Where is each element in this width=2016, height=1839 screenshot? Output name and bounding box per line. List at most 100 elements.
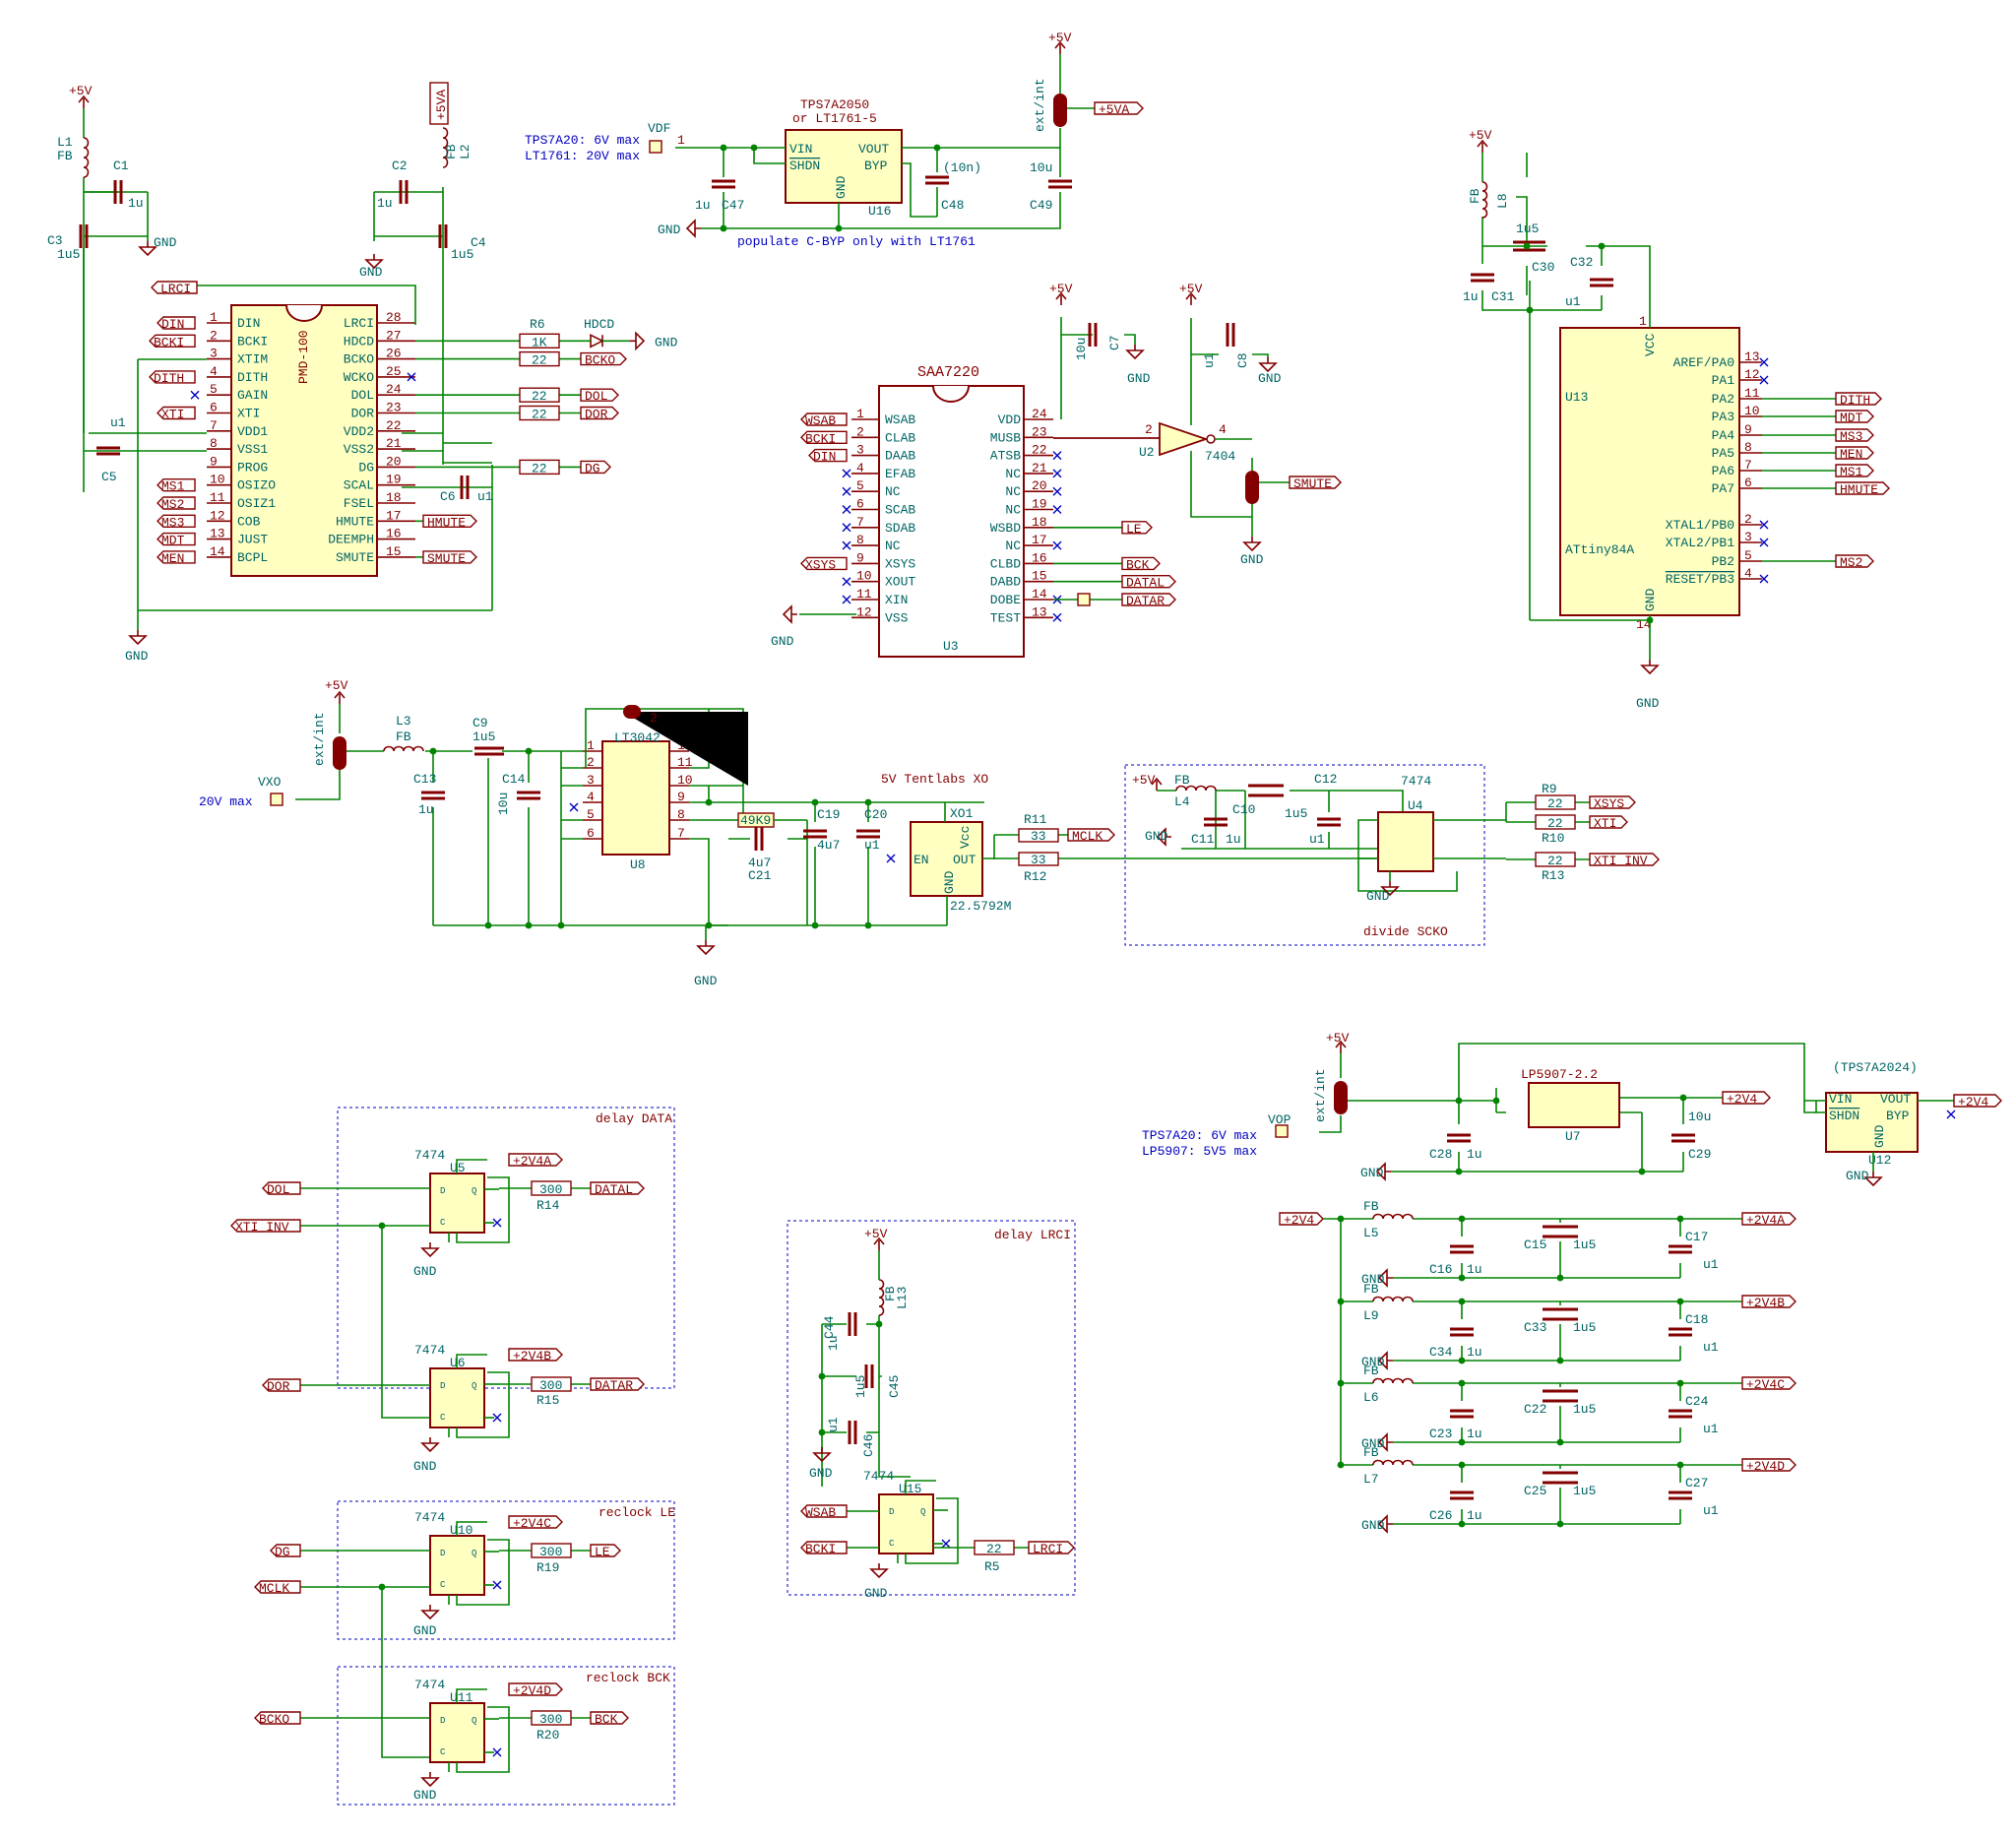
saa7220-pinnum: 11 xyxy=(856,587,872,602)
filter-out-+2v4c-text: +2V4C xyxy=(1746,1377,1785,1392)
delay-data-out-datar: DATAR xyxy=(590,1377,645,1393)
pmd100-supply-5v: +5V xyxy=(69,84,93,98)
attiny-l8-val: FB xyxy=(1468,188,1482,204)
pmd100-c3: C3 xyxy=(47,233,63,248)
filter-l-val: FB xyxy=(1363,1445,1379,1460)
pmd100-label-bcko: BCKO xyxy=(580,351,627,368)
divide-gnd-label: GND xyxy=(1145,829,1168,844)
clock-jumper-2-pin: 2 xyxy=(650,711,658,726)
attiny-label-mdt-text: MDT xyxy=(1840,411,1863,425)
delay-lrci-r5-ref: R5 xyxy=(984,1559,1000,1574)
clock-ltref: U8 xyxy=(630,857,646,872)
pmd100-c6: C6 xyxy=(440,489,456,504)
ff-pin-d: D xyxy=(440,1186,445,1196)
filter-cout-ref: C17 xyxy=(1685,1230,1708,1244)
attiny-pinnum: 5 xyxy=(1744,548,1752,563)
attiny-pin-reset-pb3: RESET/PB3 xyxy=(1666,572,1734,587)
delay-lrci-box xyxy=(787,1220,1076,1596)
lp5907-alt: (TPS7A2024) xyxy=(1833,1060,1918,1075)
reclock-bck-out: BCK xyxy=(590,1711,629,1727)
filter-out-+2v4c: +2V4C xyxy=(1741,1376,1796,1392)
saa7220-pin-clbd: CLBD xyxy=(990,556,1021,571)
reclock-bck-out-text: BCK xyxy=(595,1712,618,1727)
lt3042-pinnum: 6 xyxy=(587,826,595,841)
pmd100-pinnum: 13 xyxy=(210,527,225,541)
lt3042-pinnum: 8 xyxy=(677,807,685,822)
ff-pin-q: Q xyxy=(472,1716,476,1726)
wire xyxy=(456,1159,487,1173)
lp5907-jumper: ext/int xyxy=(1313,1068,1328,1122)
inv7404-section: U2 7404 2 4 +5V C8 u1 GND SMUTE GND xyxy=(1053,282,1342,567)
inductor-icon xyxy=(1372,1296,1414,1302)
lp5907-alt-gnd: GND xyxy=(1872,1124,1887,1148)
flipflop-7474 xyxy=(429,1367,485,1428)
delay-lrci-supply: +5V xyxy=(864,1227,888,1241)
saa7220-label-bck-text: BCK xyxy=(1126,557,1150,572)
pmd100-pinnum: 15 xyxy=(386,544,402,559)
pmd100-r-dol-value: 22 xyxy=(532,389,547,404)
pmd100-label-dol: DOL xyxy=(580,388,619,404)
svg-text:+5VA: +5VA xyxy=(1099,102,1129,117)
pmd100-label-bcko-text: BCKO xyxy=(585,353,615,368)
pmd100-c1: C1 xyxy=(113,159,129,173)
lp5907-gnd-label: GND xyxy=(1360,1166,1384,1180)
saa7220-pin-scab: SCAB xyxy=(885,503,915,518)
saa7220-pin-efab: EFAB xyxy=(885,467,915,481)
clock-c13: C13 xyxy=(413,772,436,787)
wire xyxy=(1341,1218,1742,1279)
attiny-label-men-text: MEN xyxy=(1840,447,1862,462)
delay-lrci-in-bcki-text: BCKI xyxy=(805,1542,836,1556)
pmd100-label-smute-text: SMUTE xyxy=(427,551,466,566)
pmd100-label-ms1-text: MS1 xyxy=(161,479,185,494)
pmd100-pinnum: 28 xyxy=(386,310,402,325)
clock-xo-pin-gnd: GND xyxy=(942,870,957,894)
saa7220-pin-clab: CLAB xyxy=(885,430,915,445)
lp5907-alt-vout: VOUT xyxy=(1880,1092,1911,1107)
filter-gnd: GND xyxy=(1361,1272,1385,1287)
pmd100-pinnum: 22 xyxy=(386,418,402,433)
saa7220-label-din: DIN xyxy=(808,448,848,465)
reg16-note: populate C-BYP only with LT1761 xyxy=(737,234,976,249)
pmd100-pinnum: 20 xyxy=(386,454,402,469)
pmd100-label-ms3: MS3 xyxy=(157,514,196,530)
ff-name: 7474 xyxy=(414,1678,445,1692)
saa7220-pin-nc: NC xyxy=(1005,467,1021,481)
pmd100-pin-gain: GAIN xyxy=(237,388,268,403)
lp5907-alt-out-label: +2V4 xyxy=(1953,1094,2002,1110)
ff-pin-c: C xyxy=(440,1580,446,1590)
attiny-pin-pb2: PB2 xyxy=(1712,554,1734,569)
clock-section: +5V ext/int L3 FB VXO 20V max C9 1u5 C13… xyxy=(199,678,1378,988)
lp5907-section: +5V ext/int VOP TPS7A20: 6V max LP5907: … xyxy=(1142,1031,2002,1186)
attiny-vcc: VCC xyxy=(1643,333,1658,356)
lp5907-gnd-label-2: GND xyxy=(1846,1169,1869,1183)
pmd100-pinnum: 6 xyxy=(210,401,218,415)
clock-xo-freq: 22.5792M xyxy=(950,899,1011,914)
saa7220-label-le-text: LE xyxy=(1126,522,1142,537)
pmd100-label-ms3-text: MS3 xyxy=(161,515,184,530)
ff-pin-q: Q xyxy=(472,1381,476,1391)
pmd100-r-dol xyxy=(519,387,560,403)
pmd100-pinnum: 4 xyxy=(210,364,218,379)
wire xyxy=(300,1187,430,1419)
saa7220-pin-nc: NC xyxy=(1005,503,1021,518)
attiny-pinnum: 10 xyxy=(1744,404,1760,418)
ff-supply-+2v4c-text: +2V4C xyxy=(513,1516,551,1531)
lp5907-note2: LP5907: 5V5 max xyxy=(1142,1144,1257,1159)
lt3042-pinnum: 1 xyxy=(587,738,595,753)
pmd100-supply-5va: +5VA xyxy=(434,90,449,120)
delay-data-out-datal-text: DATAL xyxy=(595,1182,633,1197)
attiny-pin-pa7: PA7 xyxy=(1712,481,1734,496)
attiny-pinnum: 4 xyxy=(1744,566,1752,581)
attiny-label-ms2: MS2 xyxy=(1835,554,1874,570)
divide-c12-val: u1 xyxy=(1309,832,1325,847)
pmd100-pin-hmute: HMUTE xyxy=(336,514,374,529)
divide-r10-ref: R10 xyxy=(1542,831,1564,846)
divide-label-xti_inv: XTI_INV xyxy=(1589,853,1660,868)
filter-cout-ref: C24 xyxy=(1685,1394,1709,1409)
attiny-pinnum: 13 xyxy=(1744,349,1760,364)
pmd100-pin-vss1: VSS1 xyxy=(237,442,268,457)
saa7220-gnd-label-2: GND xyxy=(771,634,794,649)
reg16-supply: +5V xyxy=(1048,31,1072,45)
saa7220-c7-val: 10u xyxy=(1074,338,1089,360)
